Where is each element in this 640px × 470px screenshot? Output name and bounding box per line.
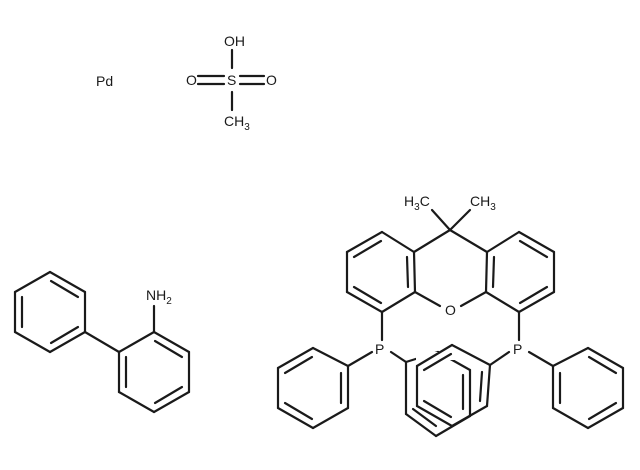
ring-oxygen-label: O xyxy=(445,302,456,318)
methanesulfonic-acid xyxy=(196,48,266,112)
phosphorus-left-label: P xyxy=(375,341,384,357)
methyl-right-label: CH3 xyxy=(470,193,496,213)
amine-label: NH2 xyxy=(146,287,172,307)
methyl-left-label: H3C xyxy=(404,193,430,213)
phosphorus-right-label: P xyxy=(513,341,522,357)
aminobiphenyl xyxy=(13,270,191,414)
palladium-label: Pd xyxy=(96,73,113,89)
methyl-label: CH3 xyxy=(224,113,250,133)
xantphos xyxy=(276,208,625,438)
hydroxyl-label: OH xyxy=(224,33,245,49)
sulfur-label: S xyxy=(227,72,236,88)
oxygen-right-label: O xyxy=(266,72,277,88)
oxygen-left-label: O xyxy=(186,72,197,88)
